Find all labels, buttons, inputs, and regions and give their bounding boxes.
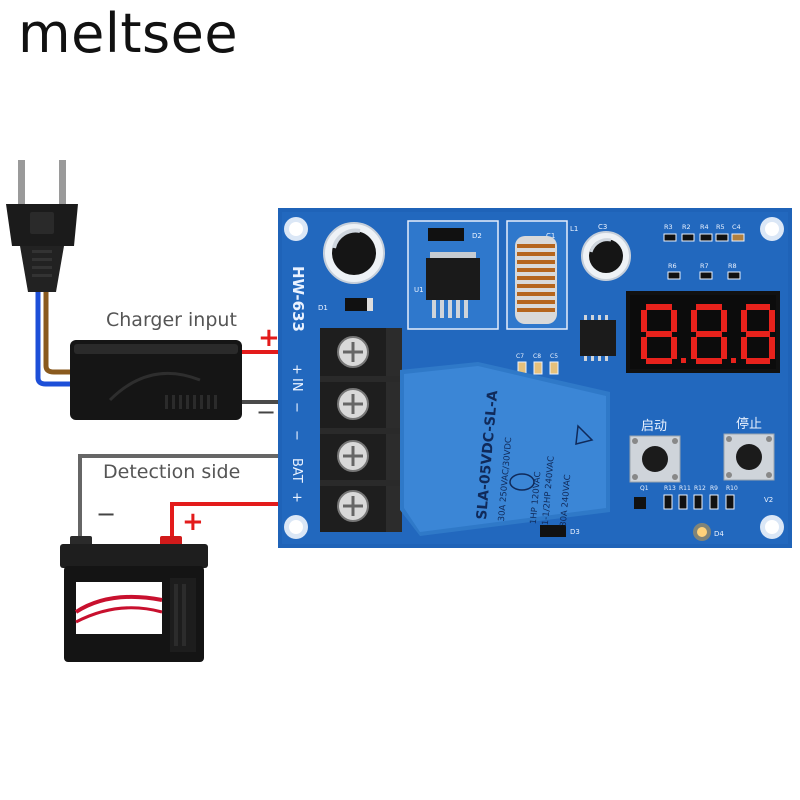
svg-text:1HP 120VAC: 1HP 120VAC	[529, 471, 544, 524]
svg-text:R3: R3	[664, 223, 673, 231]
part-c1: C1	[546, 232, 555, 240]
charger-input-label: Charger input	[106, 309, 237, 331]
svg-text:D3: D3	[570, 528, 580, 536]
part-c3: C3	[598, 223, 607, 231]
detection-side-label: Detection side	[103, 461, 241, 483]
svg-text:R4: R4	[700, 223, 709, 231]
svg-text:R13: R13	[664, 485, 676, 492]
svg-text:R2: R2	[682, 223, 691, 231]
svg-text:R8: R8	[728, 262, 737, 270]
svg-text:C5: C5	[550, 353, 558, 360]
svg-text:−: −	[289, 402, 304, 413]
part-u1: U1	[414, 286, 424, 294]
svg-text:R7: R7	[700, 262, 709, 270]
part-d1: D1	[318, 304, 328, 312]
power-plug-icon	[6, 160, 78, 292]
svg-text:R5: R5	[716, 223, 725, 231]
screw-terminal-block	[320, 328, 402, 532]
svg-text:+: +	[289, 492, 304, 503]
battery-minus-sign: −	[96, 500, 116, 528]
svg-text:R6: R6	[668, 262, 677, 270]
battery-plus-sign: +	[182, 507, 204, 537]
svg-text:R9: R9	[710, 485, 718, 492]
bat-terminal-label: BAT	[289, 458, 304, 483]
svg-text:D4: D4	[714, 530, 724, 538]
svg-text:V2: V2	[764, 496, 773, 504]
svg-text:R11: R11	[679, 485, 691, 492]
start-button-label: 启动	[641, 419, 667, 434]
seven-segment-display	[626, 291, 780, 373]
svg-text:R10: R10	[726, 485, 738, 492]
svg-text:+: +	[289, 364, 304, 375]
part-l1: L1	[570, 225, 578, 233]
svg-text:C7: C7	[516, 353, 524, 360]
svg-text:C4: C4	[732, 223, 741, 231]
svg-text:−: −	[289, 430, 304, 441]
start-button[interactable]	[629, 435, 681, 483]
board-model-label: HW-633	[289, 266, 307, 332]
display-digits-icon	[641, 304, 775, 364]
stop-button[interactable]	[723, 433, 775, 481]
terminal-screw-icon	[337, 336, 369, 522]
stop-button-label: 停止	[736, 416, 762, 432]
pcb-board: HW-633 D1 D2 U1 C1 L1	[278, 208, 792, 548]
svg-text:R12: R12	[694, 485, 706, 492]
svg-text:C8: C8	[533, 353, 541, 360]
part-d2: D2	[472, 232, 482, 240]
mounting-hole-icon	[284, 217, 784, 539]
relay: SLA-05VDC-SL-A 30A 250VAC/30VDC 1HP 120V…	[400, 362, 610, 536]
svg-text:Q1: Q1	[640, 485, 649, 492]
in-terminal-label: IN	[289, 378, 304, 392]
brand-logo: meltsee	[18, 2, 239, 65]
svg-text:30A 240VAC: 30A 240VAC	[559, 474, 574, 527]
charger-minus-sign: −	[256, 398, 276, 426]
charger-adapter-icon	[70, 340, 242, 420]
battery-icon	[60, 536, 208, 662]
charger-plus-sign: +	[258, 323, 280, 353]
resistor-row-top: R3 R2 R4 R5 C4 R6 R7 R8	[663, 223, 745, 280]
